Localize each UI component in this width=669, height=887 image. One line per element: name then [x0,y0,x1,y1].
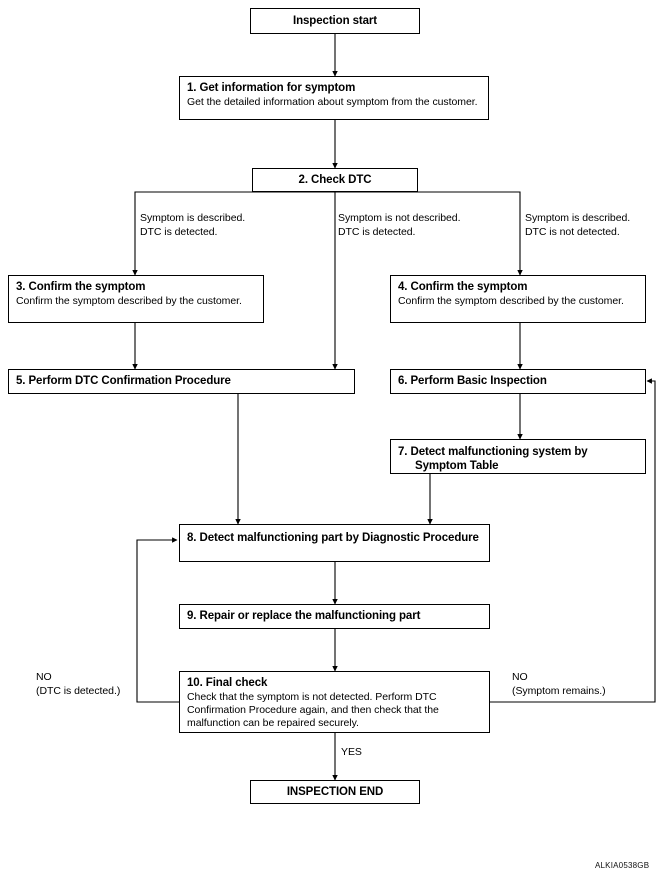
edge-label-yes: YES [341,746,362,758]
edge-10-no-right-to-6 [490,378,656,703]
node-step-5[interactable]: 5. Perform DTC Confirmation Procedure [8,369,355,394]
edge-label-branch-left: Symptom is described. DTC is detected. [140,212,246,238]
node-step-3-title: 3. Confirm the symptom [16,281,146,293]
node-step-6[interactable]: 6. Perform Basic Inspection [390,369,646,394]
node-step-8[interactable]: 8. Detect malfunctioning part by Diagnos… [179,524,490,562]
node-inspection-start[interactable]: Inspection start [250,8,420,34]
node-step-7-title: 7. Detect malfunctioning system by Sympt… [398,446,588,472]
edge-label-branch-center: Symptom is not described. DTC is detecte… [338,212,461,238]
node-step-1[interactable]: 1. Get information for symptom Get the d… [179,76,489,120]
node-step-7[interactable]: 7. Detect malfunctioning system by Sympt… [390,439,646,474]
node-step-3-body: Confirm the symptom described by the cus… [16,295,242,307]
node-step-8-title: 8. Detect malfunctioning part by Diagnos… [187,532,479,544]
node-step-1-body: Get the detailed information about sympt… [187,96,478,108]
node-inspection-start-title: Inspection start [292,14,378,27]
node-step-1-title: 1. Get information for symptom [187,82,356,94]
node-step-3[interactable]: 3. Confirm the symptom Confirm the sympt… [8,275,264,323]
node-step-6-title: 6. Perform Basic Inspection [398,375,547,387]
node-inspection-end[interactable]: INSPECTION END [250,780,420,804]
node-step-4-title: 4. Confirm the symptom [398,281,528,293]
edge-label-branch-right: Symptom is described. DTC is not detecte… [525,212,631,238]
node-step-10-title: 10. Final check [187,677,268,689]
node-step-4-body: Confirm the symptom described by the cus… [398,295,624,307]
edge-label-loop-right: NO (Symptom remains.) [512,671,606,697]
edge-label-loop-left: NO (DTC is detected.) [36,671,121,697]
node-step-10-body: Check that the symptom is not detected. … [187,691,439,729]
node-step-2-title: 2. Check DTC [298,173,372,186]
node-step-9[interactable]: 9. Repair or replace the malfunctioning … [179,604,490,629]
figure-caption: ALKIA0538GB [595,861,650,870]
node-inspection-end-title: INSPECTION END [286,785,384,798]
node-step-10[interactable]: 10. Final check Check that the symptom i… [179,671,490,733]
node-step-9-title: 9. Repair or replace the malfunctioning … [187,610,421,622]
node-step-4[interactable]: 4. Confirm the symptom Confirm the sympt… [390,275,646,323]
edge-10-no-left-to-8 [136,537,179,703]
node-step-5-title: 5. Perform DTC Confirmation Procedure [16,375,231,387]
node-step-2[interactable]: 2. Check DTC [252,168,418,192]
